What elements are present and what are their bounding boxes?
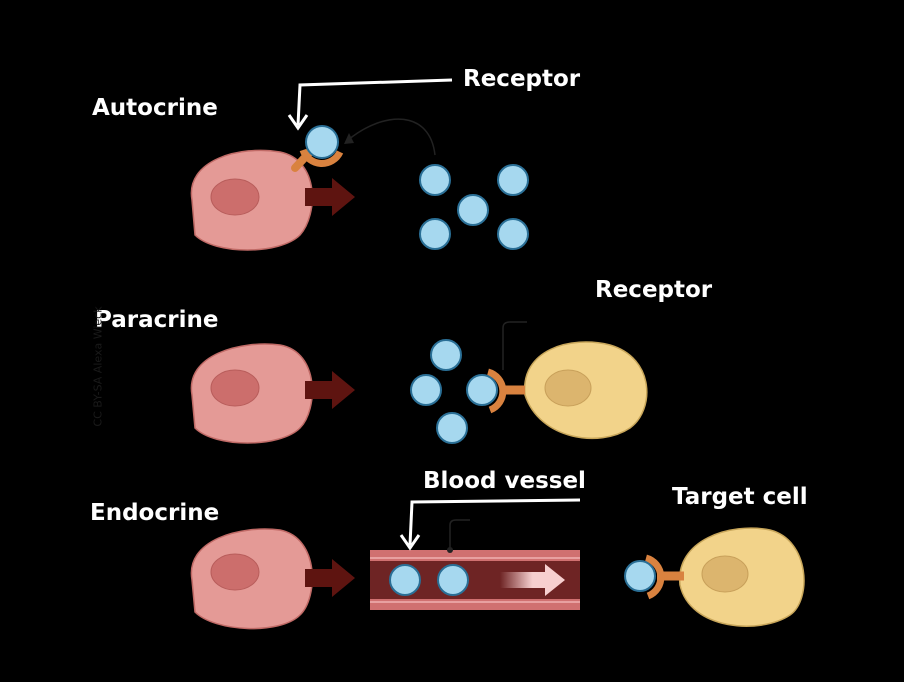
paracrine-ligands [410, 339, 468, 444]
paracrine-cell [190, 343, 314, 444]
flow-arrow-icon [500, 564, 565, 596]
paracrine-arrow-icon [305, 371, 355, 409]
vessel-pointer-arrow-icon [408, 498, 581, 546]
label-autocrine: Autocrine [92, 95, 218, 121]
autocrine-arrow-icon [305, 178, 355, 216]
receptor-pointer-arrow-icon [296, 78, 453, 126]
label-receptor-top: Receptor [463, 66, 581, 92]
label-target-cell: Target cell [672, 484, 808, 510]
paracrine-receptor-icon [466, 368, 525, 414]
label-paracrine: Paracrine [95, 307, 219, 333]
label-endocrine: Endocrine [90, 500, 220, 526]
autocrine-receptor-icon [291, 125, 344, 172]
label-blood-vessel: Blood vessel [423, 468, 586, 494]
curved-arrow-icon [347, 118, 436, 156]
endocrine-receptor-icon [624, 554, 684, 600]
endocrine-arrow-icon [305, 559, 355, 597]
watermark: CC BY-SA Alexa Wieck [91, 306, 105, 427]
endocrine-cell [190, 528, 314, 630]
label-receptor-mid: Receptor [595, 277, 713, 303]
blood-vessel [370, 550, 580, 610]
paracrine-target-cell [524, 341, 648, 439]
endocrine-target-cell [679, 527, 805, 627]
autocrine-ligands [419, 164, 529, 250]
